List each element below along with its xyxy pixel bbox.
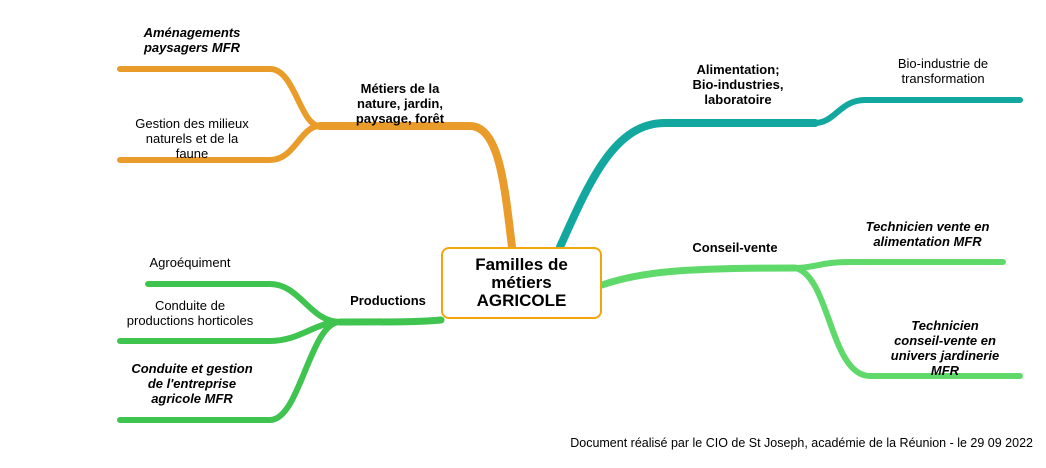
center-title: Familles de métiers AGRICOLE	[475, 255, 568, 310]
leaf-label-conduite-gestion: Conduite et gestion de l'entreprise agri…	[131, 361, 253, 406]
connector-nature-main	[316, 122, 516, 251]
leaf-label-technicien-conseil: Technicien conseil-vente en univers jard…	[890, 318, 1000, 378]
connector-alimentation-main	[556, 119, 819, 251]
branch-label-alimentation: Alimentation; Bio-industries, laboratoir…	[692, 62, 784, 107]
leaf-label-agroequipement: Agroéquiment	[149, 255, 231, 270]
connector-bio-industrie	[812, 97, 1023, 126]
leaf-label-gestion-milieux: Gestion des milieux naturels et de la fa…	[135, 116, 249, 161]
connector-technicien-vente	[792, 259, 1006, 271]
connector-conduite-gestion	[117, 319, 343, 423]
leaf-label-technicien-vente: Technicien vente en alimentation MFR	[865, 219, 990, 249]
branch-label-conseil: Conseil-vente	[692, 240, 778, 255]
center-node: Familles de métiers AGRICOLE	[441, 247, 602, 319]
branch-label-nature: Métiers de la nature, jardin, paysage, f…	[355, 81, 445, 126]
branch-label-productions: Productions	[350, 293, 426, 308]
footer-credit: Document réalisé par le CIO de St Joseph…	[570, 436, 1033, 450]
connector-conseil-main	[598, 264, 799, 289]
connector-technicien-conseil	[792, 265, 1023, 379]
connector-gestion-milieux	[117, 123, 323, 163]
leaf-label-bio-industrie: Bio-industrie de transformation	[897, 56, 989, 86]
connector-amenagements	[117, 66, 323, 129]
leaf-label-amenagements: Aménagements paysagers MFR	[143, 25, 241, 55]
connector-productions-main	[336, 316, 445, 326]
leaf-label-conduite-horticoles: Conduite de productions horticoles	[126, 298, 254, 328]
